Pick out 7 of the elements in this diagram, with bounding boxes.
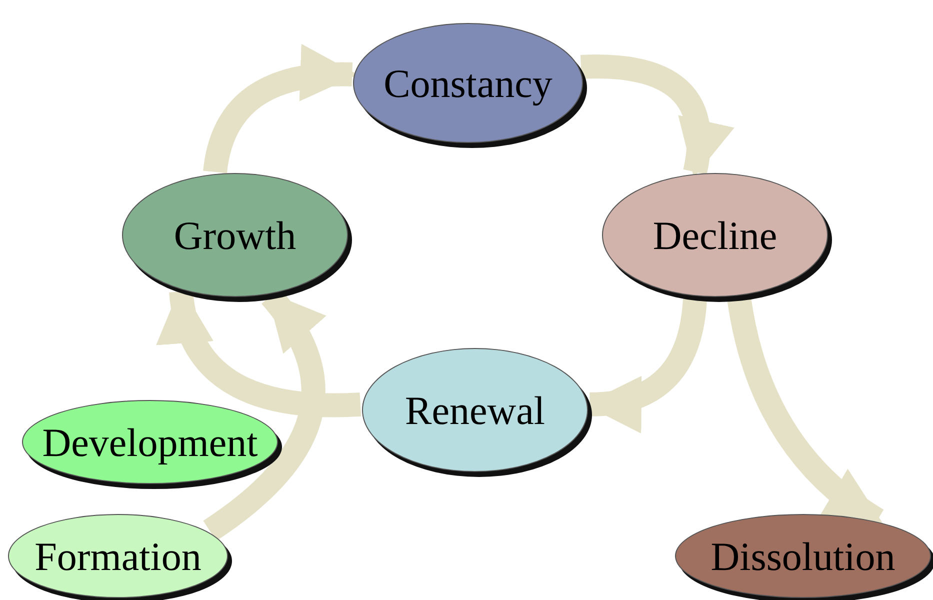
node-label: Development: [42, 418, 258, 466]
node-label: Dissolution: [710, 532, 896, 580]
node-label: Renewal: [405, 386, 545, 434]
node-label: Growth: [174, 212, 296, 258]
node-label: Decline: [652, 212, 778, 258]
node-label: Constancy: [384, 60, 552, 106]
node-label: Formation: [34, 532, 202, 580]
